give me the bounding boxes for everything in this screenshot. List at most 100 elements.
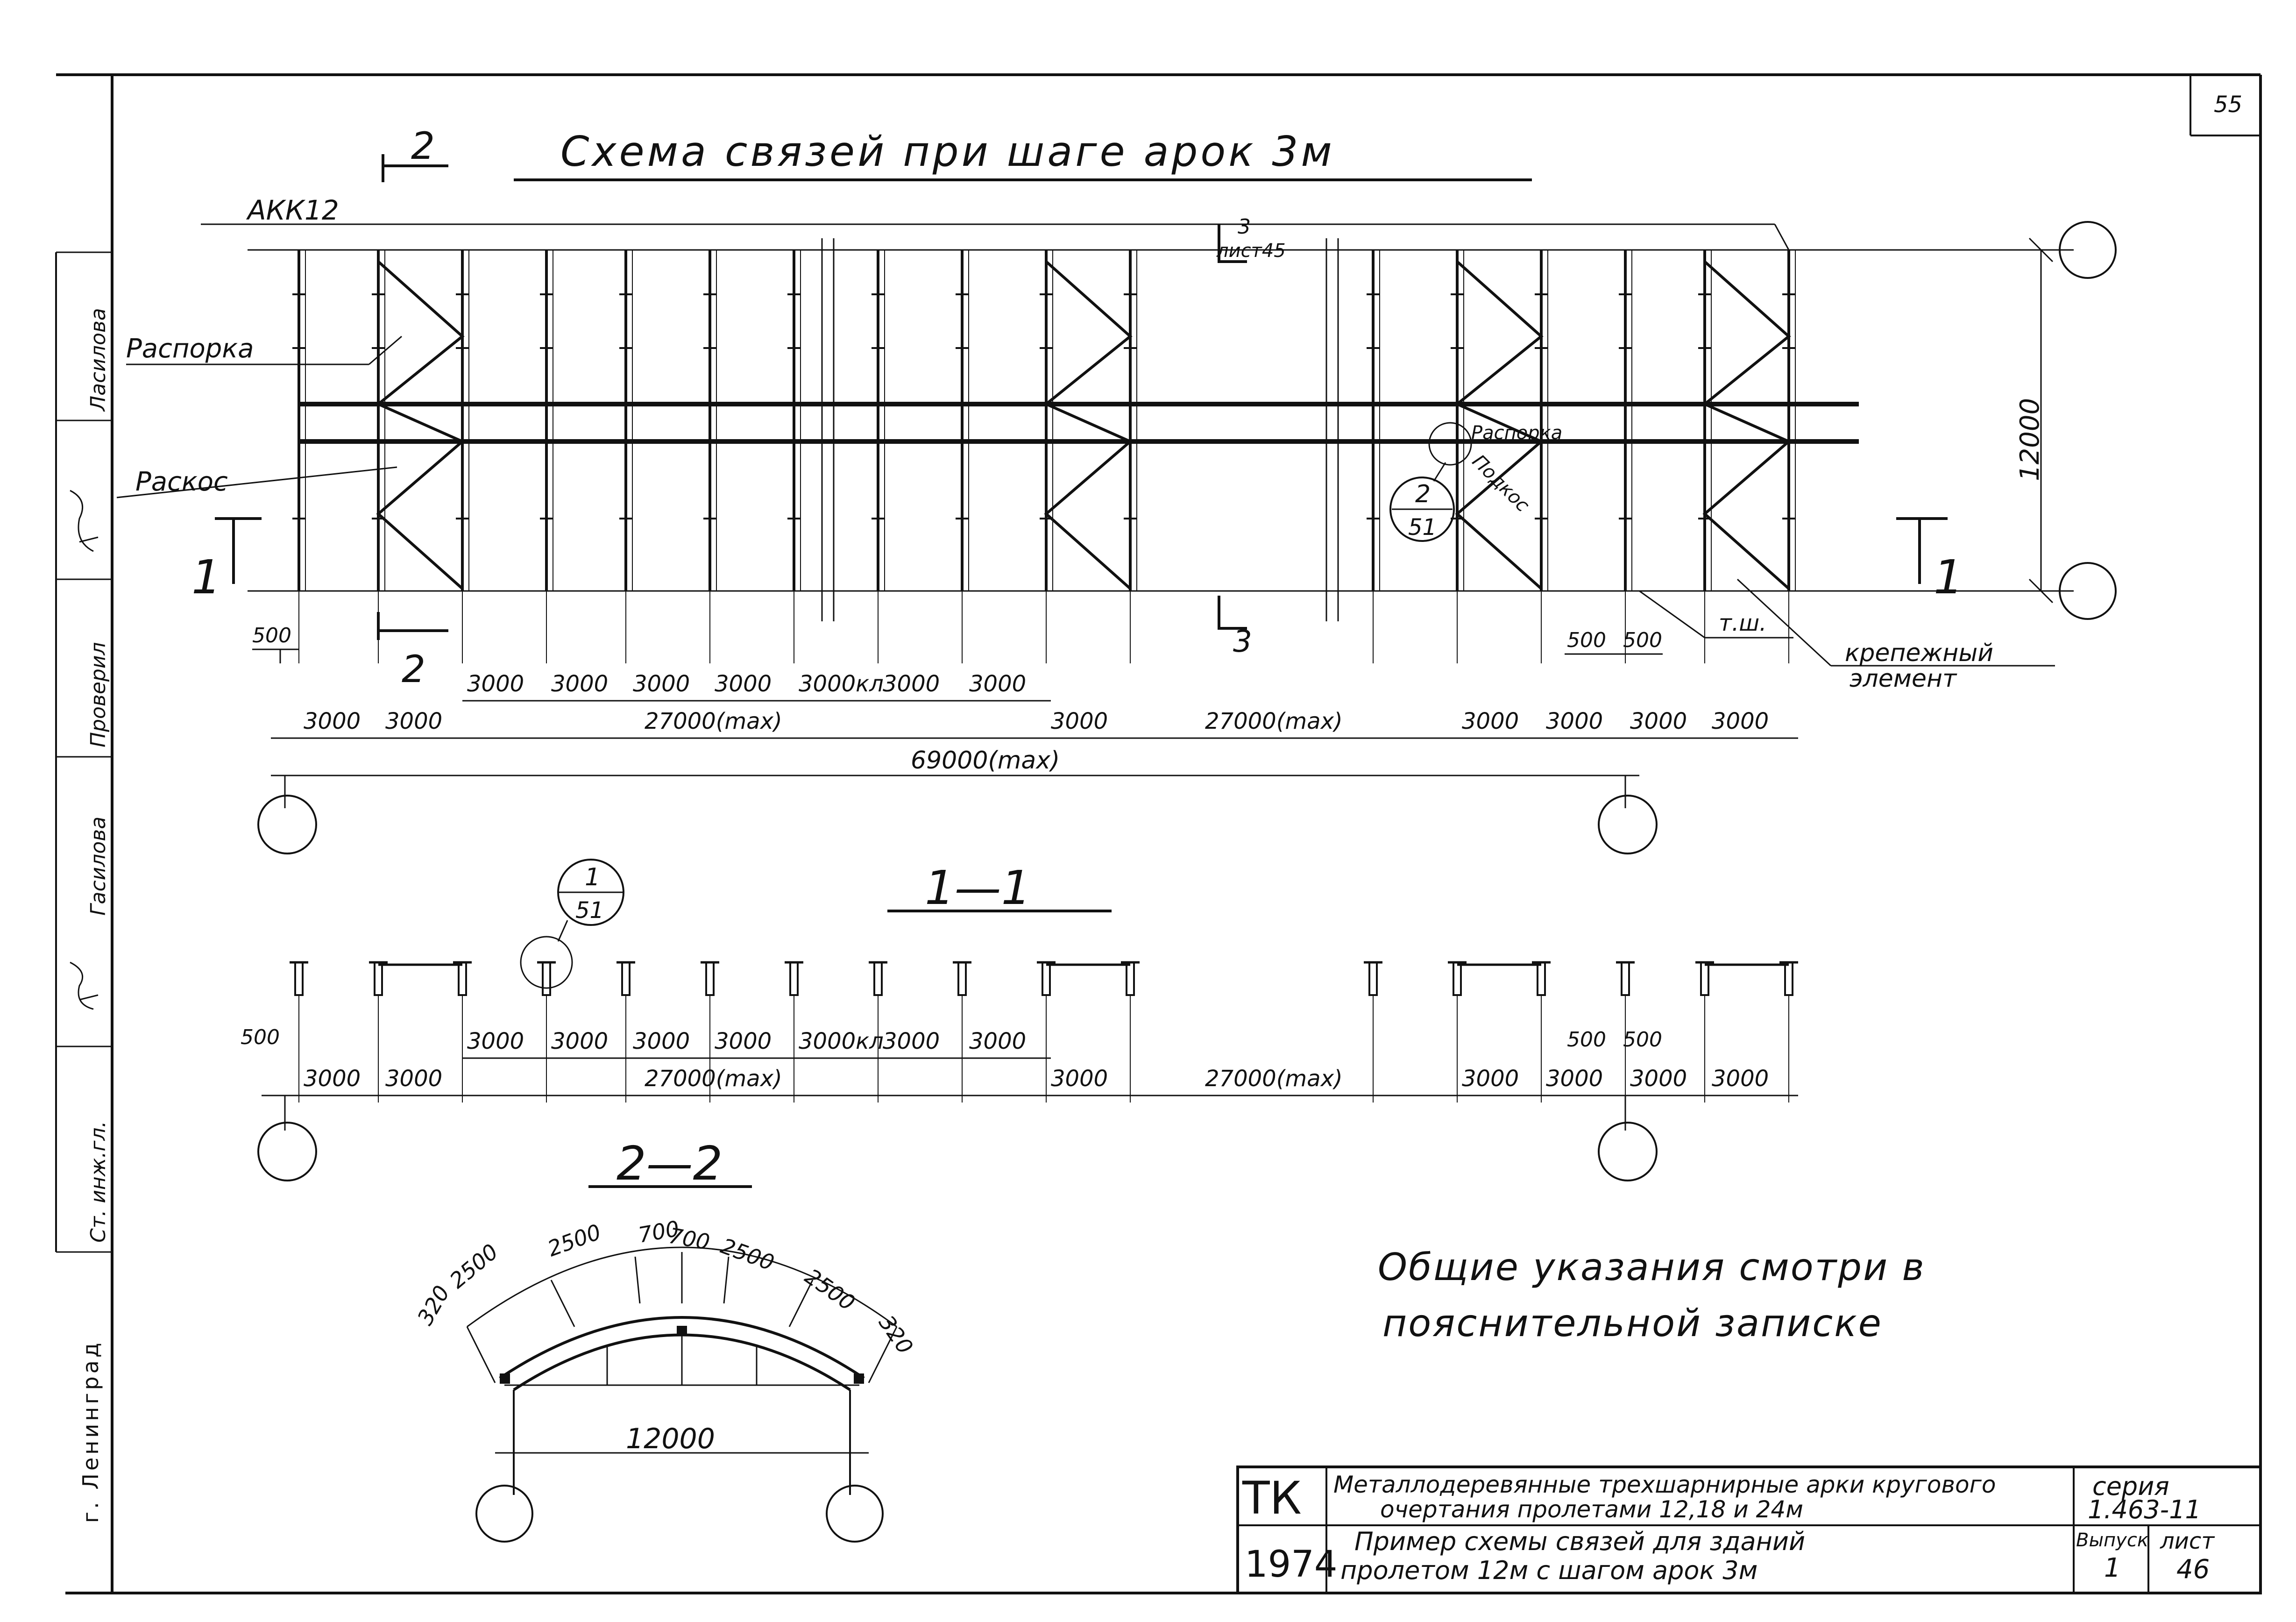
diagram-title: Схема связей при шаге арок 3м [560,128,1335,176]
plan-dim-row2-0: 3000 [304,708,361,734]
arch-dim-2: 2500 [544,1219,604,1262]
signature-2 [70,961,99,1010]
side-stamp: Ласилова Проверил Гасилова Ст. инж.гл. г… [55,251,112,1523]
section-post [1042,961,1051,996]
section-post [789,961,799,996]
note-line-2: пояснительной записке [1382,1302,1883,1345]
sec-dim-row2-0: 3000 [304,1066,361,1092]
support-left [500,1373,510,1384]
node-ref-2-51-top: 2 [1415,480,1431,508]
plan-cross-brace [1454,260,1544,590]
section-post [294,961,304,996]
tb-name-1: Металлодеревянные трехшарнирные арки кру… [1333,1471,1996,1498]
section-mark-1-left: 1 [191,550,221,605]
dim-height-12000: 12000 [2015,398,2045,481]
tb-sheet-label: лист [2160,1528,2215,1554]
dim-500-right-2: 500 [1623,628,1662,652]
sec-dim-500-right-1: 500 [1567,1028,1606,1052]
plan-dim-row1-2: 3000 [633,671,690,697]
section-post [1453,961,1462,996]
node-ref-2-51-bottom: 51 [1408,514,1437,541]
sec-dim-row2-6: 3000 [1546,1066,1603,1092]
note-line-1: Общие указания смотри в [1378,1245,1926,1289]
tb-name-2: очертания пролетами 12,18 и 24м [1380,1496,1803,1523]
dim-overall-69000: 69000(max) [911,747,1060,775]
tb-sheet-no: 46 [2176,1554,2210,1585]
node-ref-1-51-highlight [520,936,573,989]
axis-bubble-arch-left [475,1485,533,1543]
node-ref-2-51 [1389,477,1455,542]
label-fastener-2: элемент [1850,665,1957,693]
tb-sheet-1: Пример схемы связей для зданий [1354,1527,1805,1556]
node-ref-1-51-top: 1 [585,863,600,891]
label-fastener-1: крепежный [1845,639,1993,667]
label-brace: Раскос [135,467,228,497]
section-mark-2-bottom: 2 [402,647,425,691]
callout-kneebrace: Подкос [1468,451,1534,517]
stamp-c2: Гасилова [86,817,110,916]
bracing-plan: 3 лист45 3 1 1 2 Распорка Раскос 2 51 Ра… [116,215,2117,693]
section-mark-3-bottom: 3 [1233,625,1252,659]
arch-dim-6: 2500 [801,1264,860,1316]
tb-series: 1.463-11 [2088,1495,2201,1524]
plan-dim-row1-3: 3000 [715,671,772,697]
plan-dim-row2-6: 3000 [1546,708,1603,734]
sec-dim-row2-3: 3000 [1051,1066,1108,1092]
section-post [1126,961,1135,996]
tb-series-label: серия [2092,1472,2169,1501]
plan-dim-row1-5: 3000 [883,671,940,697]
plan-cross-brace [376,260,465,590]
section-post [621,961,631,996]
signature-1 [70,490,99,552]
arch-mark: АКК12 [246,194,339,226]
arch-dim-0: 320 [412,1281,455,1329]
stamp-city: г. Ленинград [78,1340,103,1523]
sec-dim-row2-5: 3000 [1462,1066,1519,1092]
dim-500-right-1: 500 [1567,628,1606,652]
sec-dim-row2-7: 3000 [1630,1066,1687,1092]
arch-dim-1: 2500 [445,1239,503,1294]
section-post [374,961,383,996]
section-2-2-title: 2—2 [617,1136,723,1191]
plan-dim-row1-0: 3000 [467,671,524,697]
plan-dim-row2-4: 27000(max) [1205,708,1343,734]
label-strut: Распорка [126,334,254,364]
stamp-c4: Ласилова [86,308,110,412]
tb-year: 1974 [1245,1544,1338,1586]
section-mark-3-top: 3 [1238,215,1251,239]
stamp-c1: Ст. инж.гл. [86,1121,110,1243]
plan-dim-row2-1: 3000 [385,708,442,734]
node-highlight [1428,422,1472,466]
sec-dim-row2-1: 3000 [385,1066,442,1092]
axis-bubble-top-right [2059,221,2117,279]
tb-org: ТК [1242,1472,1302,1524]
general-note: Общие указания смотри в пояснительной за… [1378,1245,1926,1345]
section-post [458,961,467,996]
arch-dim-5: 2500 [717,1233,777,1276]
title-block: ТК 1974 Металлодеревянные трехшарнирные … [1236,1465,2262,1594]
axis-bubble-bottom-right [2059,562,2117,620]
arch-dim-4: 700 [667,1223,712,1255]
axis-bubble-plan-left [257,795,317,854]
section-post [542,961,551,996]
tb-issue: 1 [2104,1553,2121,1583]
sec-dim-row1-1: 3000 [551,1028,608,1054]
section-post [1537,961,1546,996]
plan-dim-row2-8: 3000 [1712,708,1769,734]
section-post [957,961,967,996]
ridge-hinge [677,1326,687,1334]
plan-dim-row2-3: 3000 [1051,708,1108,734]
plan-dim-row2-5: 3000 [1462,708,1519,734]
sec-dim-row1-4: 3000кл [799,1028,884,1054]
sec-dim-row1-5: 3000 [883,1028,940,1054]
plan-cross-brace [1043,260,1133,590]
sec-dim-row2-8: 3000 [1712,1066,1769,1092]
plan-dim-row1-1: 3000 [551,671,608,697]
plan-dim-row1-4: 3000кл [799,671,884,697]
section-post [1784,961,1793,996]
section-mark-3-sheet: лист45 [1216,240,1286,262]
